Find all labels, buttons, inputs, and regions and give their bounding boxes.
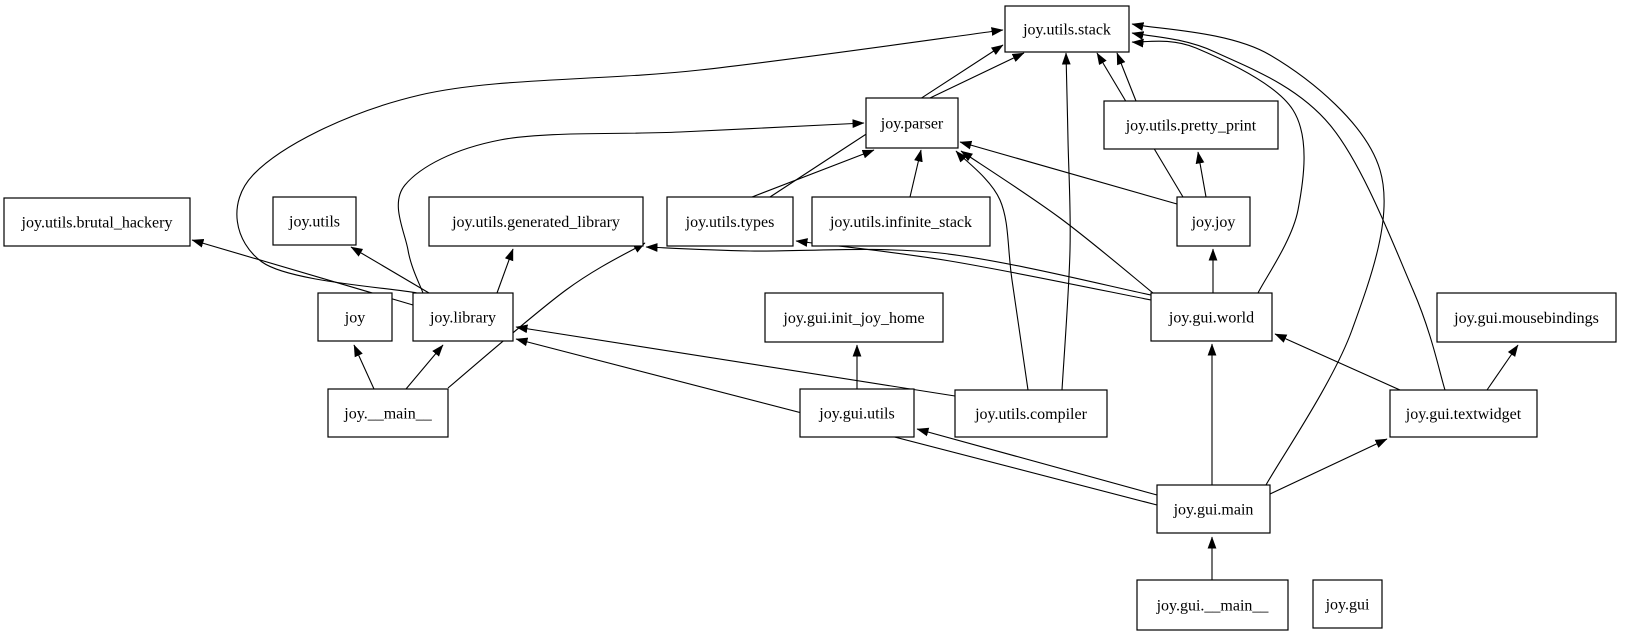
node-box-joy-main	[327, 388, 449, 438]
edge-joy-utils-compiler-to-joy-parser	[955, 150, 1029, 391]
node-box-joy-parser	[865, 97, 959, 149]
node-box-joy-gui-textwidget	[1389, 389, 1538, 438]
edge-joy-library-to-joy-utils	[350, 246, 430, 294]
node-box-joy-utils-infinite-stack	[811, 196, 991, 247]
node-joy-utils-stack: joy.utils.stack	[1004, 5, 1130, 53]
node-joy-utils: joy.utils	[272, 196, 357, 246]
edge-joy-gui-main-to-joy-gui-utils	[916, 427, 1158, 496]
edge-joy-utils-pretty-print-to-joy-utils-stack	[1116, 52, 1137, 102]
edge-joy-gui-world-to-joy-utils-generated-library	[645, 243, 1152, 296]
edge-joy-library-to-joy-utils-stack	[236, 27, 1004, 294]
edge-joy-main-to-joy-library	[405, 344, 444, 390]
node-box-joy-library	[412, 292, 514, 342]
node-label-joy-gui-mousebindings: joy.gui.mousebindings	[1453, 310, 1599, 327]
node-box-joy-utils-compiler	[954, 389, 1108, 438]
edge-joy-utils-compiler-to-joy-utils-stack	[1061, 52, 1071, 391]
node-joy-gui-utils: joy.gui.utils	[799, 388, 915, 438]
node-box-joy-gui-init-joy-home	[764, 292, 944, 343]
edge-joy-utils-infinite-stack-to-joy-parser	[909, 149, 923, 198]
edge-joy-main-to-joy-utils-generated-library	[447, 242, 646, 389]
node-label-joy-gui-main: joy.gui.main	[1173, 502, 1254, 519]
edge-joy-library-to-joy-parser	[397, 119, 865, 294]
node-box-joy-utils-types	[666, 196, 794, 247]
node-box-joy-joy	[1176, 196, 1251, 247]
node-label-joy-utils-brutal-hackery: joy.utils.brutal_hackery	[21, 215, 173, 232]
node-label-joy-gui-utils: joy.gui.utils	[818, 406, 894, 423]
node-label-joy: joy	[344, 310, 365, 327]
node-box-joy-utils-stack	[1004, 5, 1130, 53]
node-joy-parser: joy.parser	[865, 97, 959, 149]
edge-joy-gui-main-to-joy-utils-stack	[1131, 22, 1385, 486]
node-joy-utils-generated-library: joy.utils.generated_library	[428, 196, 644, 247]
node-joy-library: joy.library	[412, 292, 514, 342]
node-label-joy-utils-stack: joy.utils.stack	[1022, 22, 1111, 39]
node-label-joy-gui: joy.gui	[1325, 597, 1370, 614]
node-joy-gui-main: joy.gui.__main__	[1136, 579, 1289, 631]
node-label-joy-parser: joy.parser	[880, 116, 944, 133]
node-label-joy-utils-compiler: joy.utils.compiler	[974, 406, 1088, 423]
node-label-joy-utils-types: joy.utils.types	[685, 214, 775, 231]
node-joy-joy: joy.joy	[1176, 196, 1251, 247]
node-box-joy-utils-pretty-print	[1103, 100, 1279, 150]
edge-joy-main-to-joy	[353, 344, 375, 390]
node-joy: joy	[317, 292, 393, 342]
node-label-joy-gui-world: joy.gui.world	[1168, 310, 1254, 327]
edge-joy-gui-textwidget-to-joy-utils-stack	[1131, 31, 1446, 391]
node-joy-gui-world: joy.gui.world	[1150, 292, 1273, 342]
edge-joy-gui-textwidget-to-joy-gui-mousebindings	[1486, 344, 1519, 391]
node-label-joy-gui-init-joy-home: joy.gui.init_joy_home	[782, 310, 924, 327]
node-label-joy-gui-textwidget: joy.gui.textwidget	[1405, 406, 1522, 423]
node-joy-gui: joy.gui	[1312, 579, 1383, 629]
node-label-joy-utils: joy.utils	[288, 214, 340, 231]
node-label-joy-utils-generated-library: joy.utils.generated_library	[451, 214, 620, 231]
node-label-joy-gui-main: joy.gui.__main__	[1156, 598, 1270, 615]
node-joy-utils-pretty-print: joy.utils.pretty_print	[1103, 100, 1279, 150]
node-box-joy-gui	[1312, 579, 1383, 629]
node-joy-utils-types: joy.utils.types	[666, 196, 794, 247]
edge-joy-library-to-joy-utils-generated-library	[496, 248, 514, 294]
edge-joy-utils-compiler-to-joy-library	[515, 324, 956, 397]
node-joy-gui-textwidget: joy.gui.textwidget	[1389, 389, 1538, 438]
node-box-joy-utils-brutal-hackery	[3, 197, 191, 247]
node-box-joy-gui-world	[1150, 292, 1273, 342]
node-box-joy-gui-mousebindings	[1436, 292, 1617, 343]
edge-joy-parser-to-joy-utils-stack	[929, 52, 1025, 99]
node-label-joy-utils-pretty-print: joy.utils.pretty_print	[1125, 118, 1257, 135]
edge-joy-gui-world-to-joy-utils-stack	[1131, 38, 1305, 294]
node-joy-utils-brutal-hackery: joy.utils.brutal_hackery	[3, 197, 191, 247]
node-box-joy	[317, 292, 393, 342]
node-label-joy-utils-infinite-stack: joy.utils.infinite_stack	[829, 214, 972, 231]
nodes-layer: joy.utils.stack joy.parser joy.utils.prett…	[3, 5, 1617, 631]
edge-joy-joy-to-joy-utils-pretty-print	[1195, 151, 1207, 198]
edge-joy-gui-world-to-joy-parser	[960, 150, 1154, 294]
node-label-joy-joy: joy.joy	[1191, 214, 1236, 231]
node-box-joy-gui-main	[1136, 579, 1289, 631]
node-joy-main: joy.__main__	[327, 388, 449, 438]
node-joy-gui-mousebindings: joy.gui.mousebindings	[1436, 292, 1617, 343]
node-box-joy-gui-main	[1156, 484, 1271, 534]
node-box-joy-utils-generated-library	[428, 196, 644, 247]
node-joy-gui-init-joy-home: joy.gui.init_joy_home	[764, 292, 944, 343]
edge-joy-gui-main-to-joy-gui-textwidget	[1269, 438, 1388, 495]
node-joy-gui-main: joy.gui.main	[1156, 484, 1271, 534]
node-label-joy-main: joy.__main__	[343, 406, 432, 423]
edges-layer	[191, 22, 1519, 580]
node-joy-utils-compiler: joy.utils.compiler	[954, 389, 1108, 438]
node-joy-utils-infinite-stack: joy.utils.infinite_stack	[811, 196, 991, 247]
node-box-joy-gui-utils	[799, 388, 915, 438]
edge-joy-utils-types-to-joy-parser	[751, 149, 875, 198]
node-box-joy-utils	[272, 196, 357, 246]
node-label-joy-library: joy.library	[429, 310, 496, 327]
